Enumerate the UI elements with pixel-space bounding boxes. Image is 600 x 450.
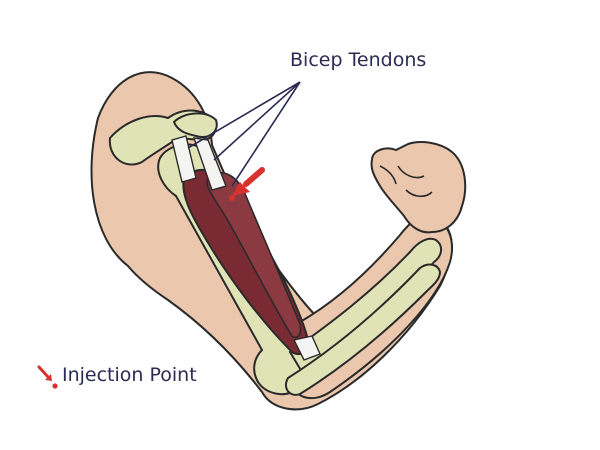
finger-lines — [379, 165, 433, 198]
ulna-bone — [284, 263, 442, 396]
bicep-tendon-distal — [292, 335, 321, 361]
bicep-tendon-short — [171, 135, 197, 183]
bicep-tendons-label: Bicep Tendons — [290, 49, 427, 71]
injection-point-marker — [229, 167, 265, 201]
red-arrow-dot-icon — [37, 365, 58, 389]
fist — [370, 141, 467, 234]
bicep-muscle-long-head — [206, 172, 302, 339]
tendon-leader-lines — [187, 81, 301, 187]
injection-point-legend-label: Injection Point — [62, 364, 197, 386]
